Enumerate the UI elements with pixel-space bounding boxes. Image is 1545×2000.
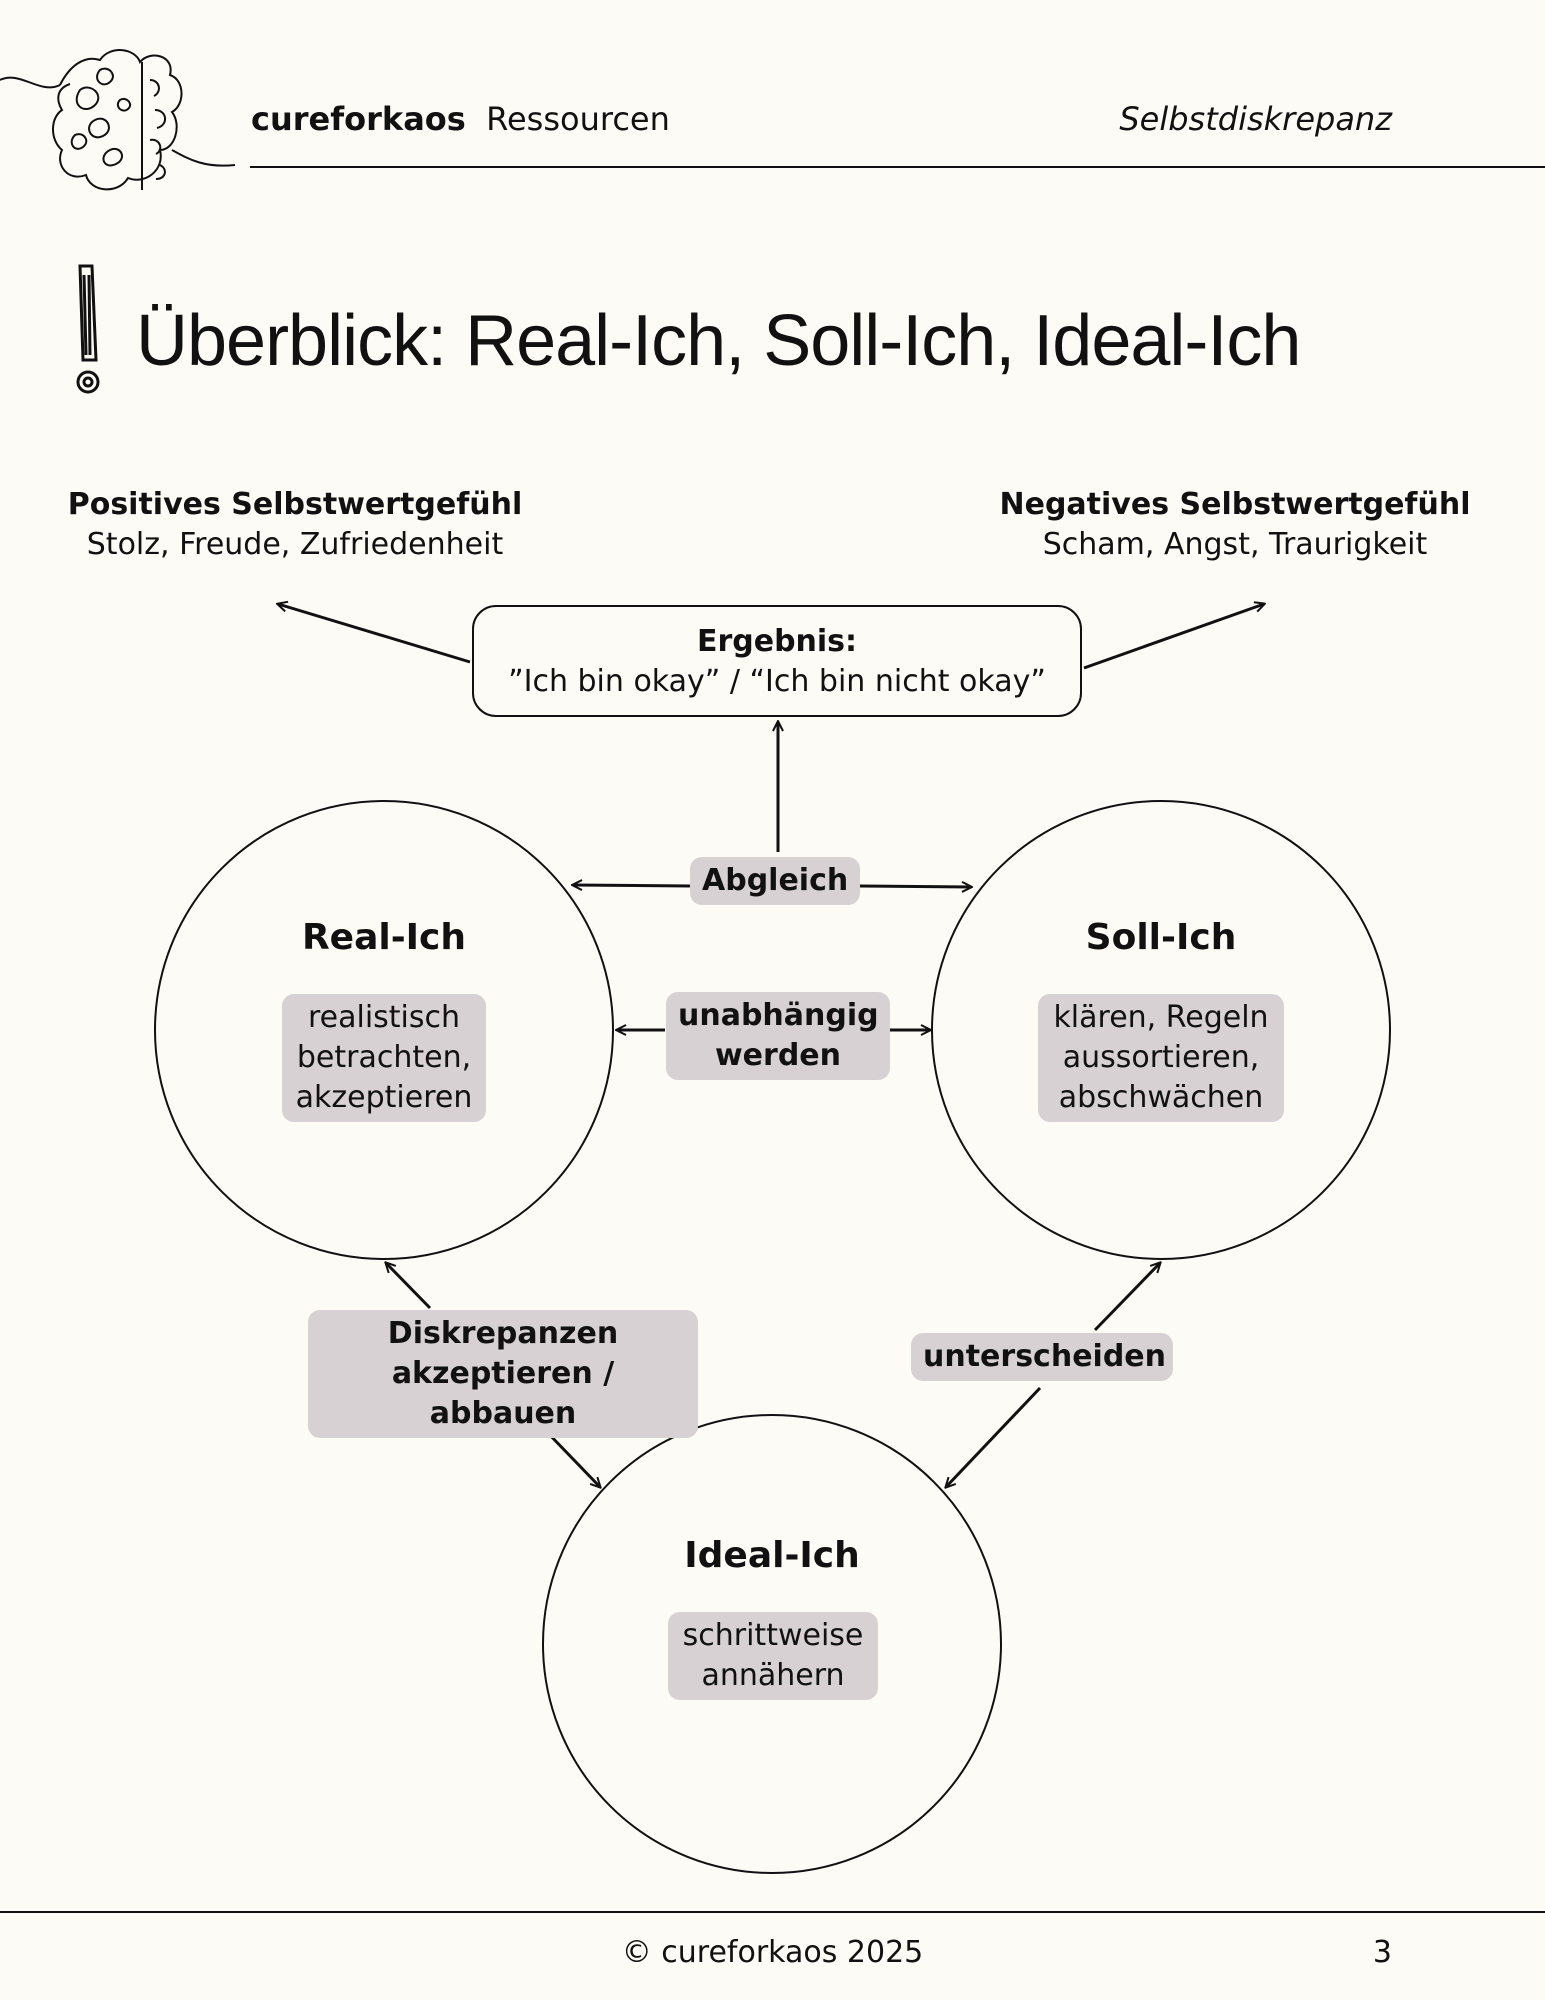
negative-text: Scham, Angst, Traurigkeit [1042,527,1428,562]
ideal-circle [542,1414,1002,1874]
edge-diskrepanzen: Diskrepanzen akzeptieren / abbauen [308,1310,698,1438]
edge-unabhaengig-line-1: unabhängig [678,998,879,1033]
page-title: Überblick: Real-Ich, Soll-Ich, Ideal-Ich [136,301,1301,381]
edge-unabhaengig-line-2: werden [714,1038,842,1073]
real-tag: realistisch betrachten, akzeptieren [282,994,486,1122]
edge-diskrepanzen-line-2: akzeptieren / abbauen [391,1356,615,1431]
ideal-title: Ideal-Ich [684,1535,860,1576]
result-heading: Ergebnis: [696,624,858,659]
soll-title: Soll-Ich [1085,917,1237,958]
brand-name: cureforkaos [251,100,466,138]
soll-line-2: aussortieren, [1062,1040,1260,1075]
positive-heading: Positives Selbstwertgefühl [67,487,523,522]
arrow-unter-up [1093,1263,1160,1332]
positive-text: Stolz, Freude, Zufriedenheit [86,527,504,562]
brain-logo [0,49,236,191]
header-brand: cureforkaos Ressourcen [251,100,670,138]
real-line-1: realistisch [307,1000,461,1035]
edge-unterscheiden: unterscheiden [911,1333,1173,1381]
real-circle [154,800,614,1260]
arrow-positive [278,604,471,664]
real-title: Real-Ich [301,917,467,958]
edge-diskrepanzen-line-1: Diskrepanzen [387,1316,619,1351]
ideal-line-1: schrittweise [682,1618,864,1653]
arrow-negative [1083,604,1264,670]
page-number: 3 [1372,1935,1392,1970]
section-name: Ressourcen [486,100,670,138]
result-text: ”Ich bin okay” / “Ich bin nicht okay” [508,664,1046,699]
arrow-unter-down [946,1386,1042,1487]
arrow-abgleich-right [859,886,971,887]
ideal-tag: schrittweise annähern [668,1612,878,1700]
real-line-2: betrachten, [296,1040,472,1075]
exclamation-icon [76,264,100,394]
soll-line-3: abschwächen [1058,1080,1264,1115]
ideal-line-2: annähern [701,1658,845,1693]
soll-tag: klären, Regeln aussortieren, abschwächen [1038,994,1284,1122]
soll-line-1: klären, Regeln [1053,1000,1269,1035]
negative-feeling: Negatives Selbstwertgefühl Scham, Angst,… [955,485,1515,565]
positive-feeling: Positives Selbstwertgefühl Stolz, Freude… [15,485,575,565]
arrow-disk-up [386,1263,432,1310]
edge-unabhaengig: unabhängig werden [666,992,890,1080]
arrow-abgleich-left [573,885,691,886]
header-topic: Selbstdiskrepanz [1119,100,1392,138]
result-box: Ergebnis: ”Ich bin okay” / “Ich bin nich… [472,605,1082,717]
soll-circle [931,800,1391,1260]
footer-copyright: © cureforkaos 2025 [621,1935,924,1970]
negative-heading: Negatives Selbstwertgefühl [999,487,1471,522]
edge-abgleich: Abgleich [690,857,860,905]
real-line-3: akzeptieren [295,1080,473,1115]
